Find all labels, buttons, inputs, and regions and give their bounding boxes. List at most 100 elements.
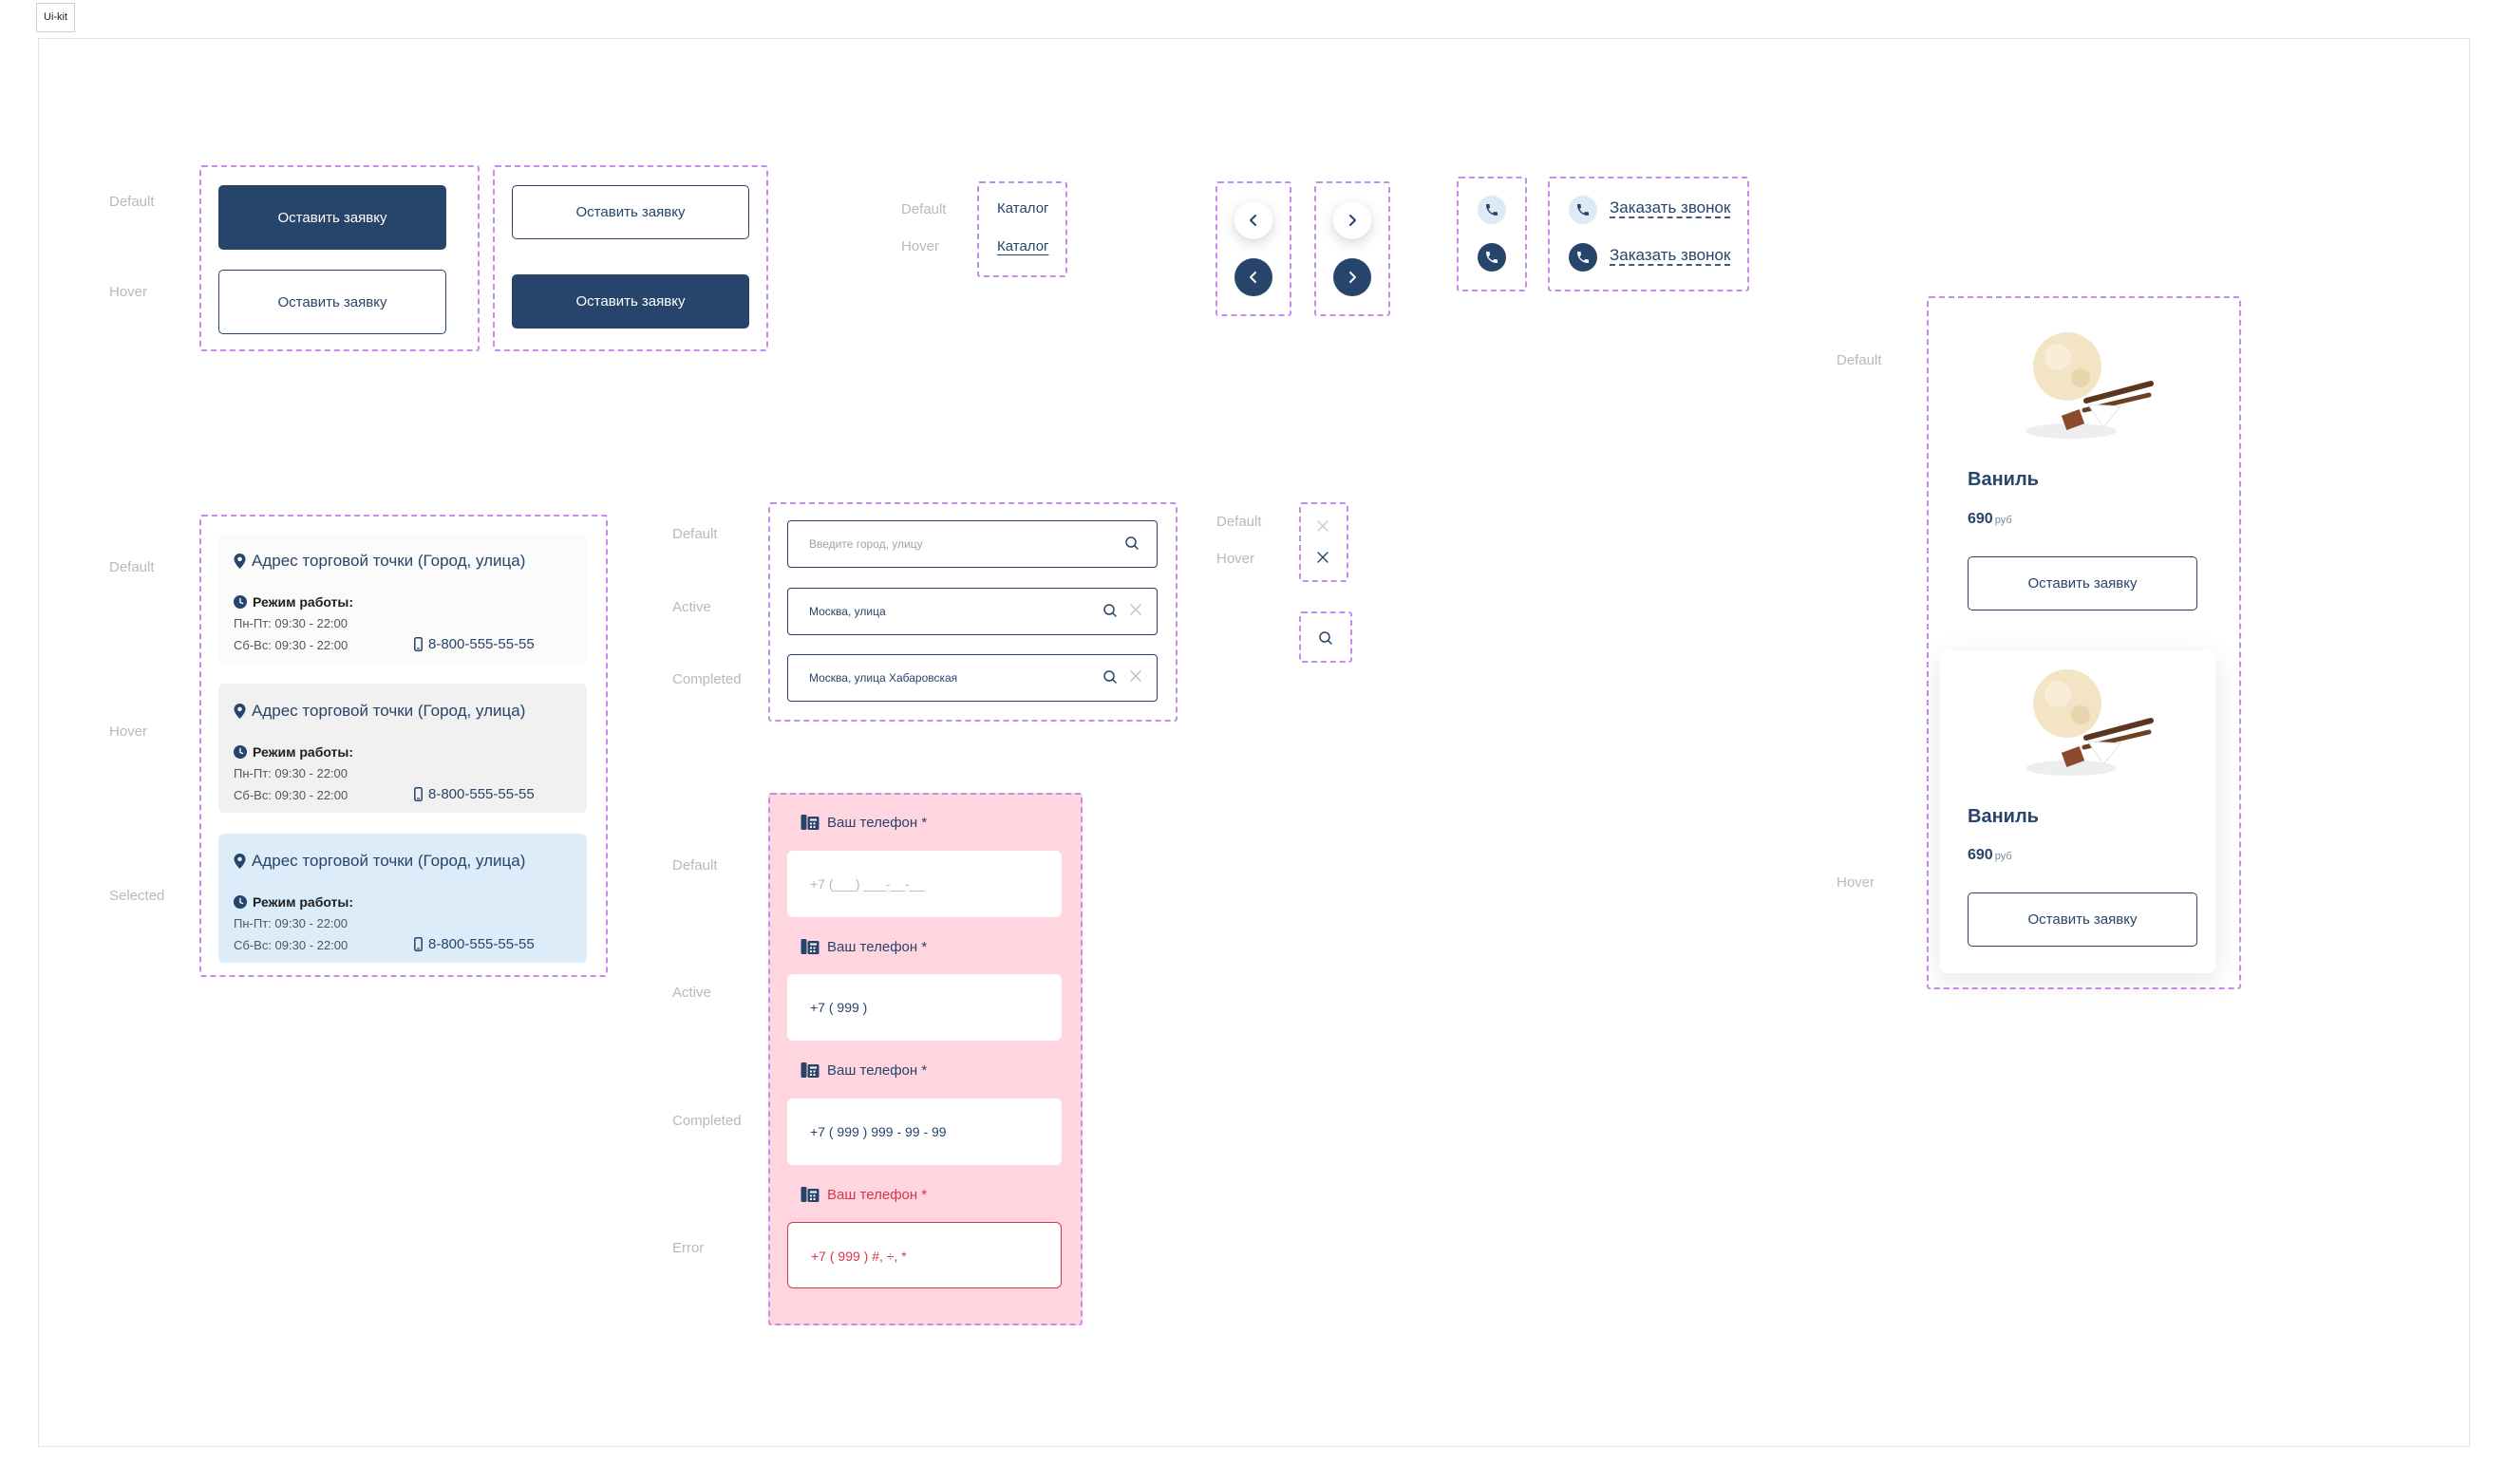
ice-cream-image <box>2026 332 2154 439</box>
clock-icon <box>234 595 247 609</box>
phone-field-completed[interactable] <box>787 1099 1062 1165</box>
location-pin-icon <box>234 854 246 869</box>
state-label-active: Active <box>672 985 711 1001</box>
search-icon-group <box>1299 611 1352 663</box>
store-phone: 8-800-555-55-55 <box>414 636 535 652</box>
chevron-left-icon <box>1250 272 1256 283</box>
phone-icon <box>1486 252 1498 263</box>
store-card-default[interactable]: Адрес торговой точки (Город, улица) Режи… <box>218 534 587 663</box>
phone-icon-button-default[interactable] <box>1478 196 1506 224</box>
request-button[interactable]: Оставить заявку <box>1968 892 2197 947</box>
phone-input[interactable] <box>810 996 1038 1019</box>
store-address-text: Адрес торговой точки (Город, улица) <box>252 702 526 720</box>
store-hours-title: Режим работы: <box>234 744 353 760</box>
store-card-selected[interactable]: Адрес торговой точки (Город, улица) Режи… <box>218 834 587 963</box>
close-icon[interactable] <box>1316 551 1329 564</box>
search-field-default[interactable] <box>787 520 1158 568</box>
store-weekend-hours: Сб-Вс: 09:30 - 22:00 <box>234 938 349 952</box>
phone-field-label: Ваш телефон * <box>801 1061 927 1079</box>
store-weekend-hours: Сб-Вс: 09:30 - 22:00 <box>234 788 349 802</box>
search-input[interactable] <box>809 667 1075 689</box>
ui-kit-tag: Ui-kit <box>36 3 76 32</box>
close-icon[interactable] <box>1129 603 1142 616</box>
callback-link-default[interactable]: Заказать звонок <box>1610 198 1731 216</box>
search-field-completed[interactable] <box>787 654 1158 702</box>
store-weekday-hours: Пн-Пт: 09:30 - 22:00 <box>234 766 348 780</box>
location-pin-icon <box>234 704 246 719</box>
secondary-button-hover[interactable]: Оставить заявку <box>512 274 749 329</box>
phone-icon-group <box>1457 177 1527 291</box>
store-address: Адрес торговой точки (Город, улица) <box>234 852 525 871</box>
state-label-default: Default <box>109 559 155 575</box>
primary-button-default[interactable]: Оставить заявку <box>218 185 446 250</box>
phone-input[interactable] <box>811 1245 1039 1268</box>
phone-icon <box>1486 204 1498 216</box>
chevron-left-icon <box>1250 215 1256 226</box>
state-label-completed: Completed <box>672 1113 742 1129</box>
store-hours-title: Режим работы: <box>234 894 353 910</box>
close-icon[interactable] <box>1316 519 1329 533</box>
callback-phone-icon-default <box>1569 196 1597 224</box>
search-input[interactable] <box>809 600 1075 623</box>
request-button[interactable]: Оставить заявку <box>1968 556 2197 611</box>
store-address: Адрес торговой точки (Город, улица) <box>234 552 525 571</box>
close-icon[interactable] <box>1129 669 1142 683</box>
next-arrow-button-default[interactable] <box>1333 201 1371 239</box>
landline-phone-icon <box>801 1187 820 1202</box>
prev-arrow-button-hover[interactable] <box>1234 258 1272 296</box>
next-arrow-button-hover[interactable] <box>1333 258 1371 296</box>
phone-field-error[interactable] <box>787 1222 1062 1288</box>
phone-field-label-text: Ваш телефон * <box>827 814 928 831</box>
store-phone: 8-800-555-55-55 <box>414 936 535 952</box>
catalog-link-default[interactable]: Каталог <box>997 200 1049 216</box>
location-pin-icon <box>234 554 246 569</box>
search-field-active[interactable] <box>787 588 1158 635</box>
phone-input[interactable] <box>810 1120 1038 1143</box>
next-arrow-group <box>1314 181 1390 316</box>
phone-icon <box>1577 252 1589 263</box>
state-label-default: Default <box>1216 514 1262 530</box>
product-name: Ваниль <box>1968 469 2039 490</box>
callback-link-group <box>1548 177 1749 291</box>
product-price-value: 690 <box>1968 511 1993 527</box>
phone-field-label-error: Ваш телефон * <box>801 1186 927 1203</box>
phone-field-default[interactable] <box>787 851 1062 917</box>
store-hours-label: Режим работы: <box>253 594 354 610</box>
search-icon[interactable] <box>1102 669 1118 685</box>
primary-button-hover[interactable]: Оставить заявку <box>218 270 446 334</box>
ice-cream-image <box>2026 669 2154 776</box>
primary-button-group <box>199 165 480 351</box>
store-hours-label: Режим работы: <box>253 894 354 910</box>
callback-link-hover[interactable]: Заказать звонок <box>1610 246 1731 264</box>
landline-phone-icon <box>801 815 820 830</box>
catalog-link-hover[interactable]: Каталог <box>997 238 1049 254</box>
state-label-hover: Hover <box>109 284 148 300</box>
search-input[interactable] <box>809 533 1075 555</box>
prev-arrow-button-default[interactable] <box>1234 201 1272 239</box>
store-hours-label: Режим работы: <box>253 744 354 760</box>
landline-phone-icon <box>801 939 820 954</box>
state-label-completed: Completed <box>672 671 742 687</box>
catalog-link-group <box>977 181 1067 277</box>
store-weekday-hours: Пн-Пт: 09:30 - 22:00 <box>234 616 348 630</box>
search-icon[interactable] <box>1102 603 1118 618</box>
search-icon[interactable] <box>1124 535 1140 551</box>
clear-icon-group <box>1299 502 1348 582</box>
phone-input[interactable] <box>810 873 1038 895</box>
state-label-default: Default <box>1837 352 1882 368</box>
product-card-group <box>1927 296 2241 989</box>
phone-icon-button-hover[interactable] <box>1478 243 1506 272</box>
store-phone: 8-800-555-55-55 <box>414 786 535 802</box>
product-price-currency: руб <box>1994 851 2012 862</box>
secondary-button-default[interactable]: Оставить заявку <box>512 185 749 239</box>
chevron-right-icon <box>1349 272 1356 283</box>
store-card-hover[interactable]: Адрес торговой точки (Город, улица) Режи… <box>218 684 587 813</box>
state-label-hover: Hover <box>109 723 148 740</box>
search-icon[interactable] <box>1318 630 1333 646</box>
phone-field-active[interactable] <box>787 974 1062 1041</box>
phone-icon <box>1577 204 1589 216</box>
